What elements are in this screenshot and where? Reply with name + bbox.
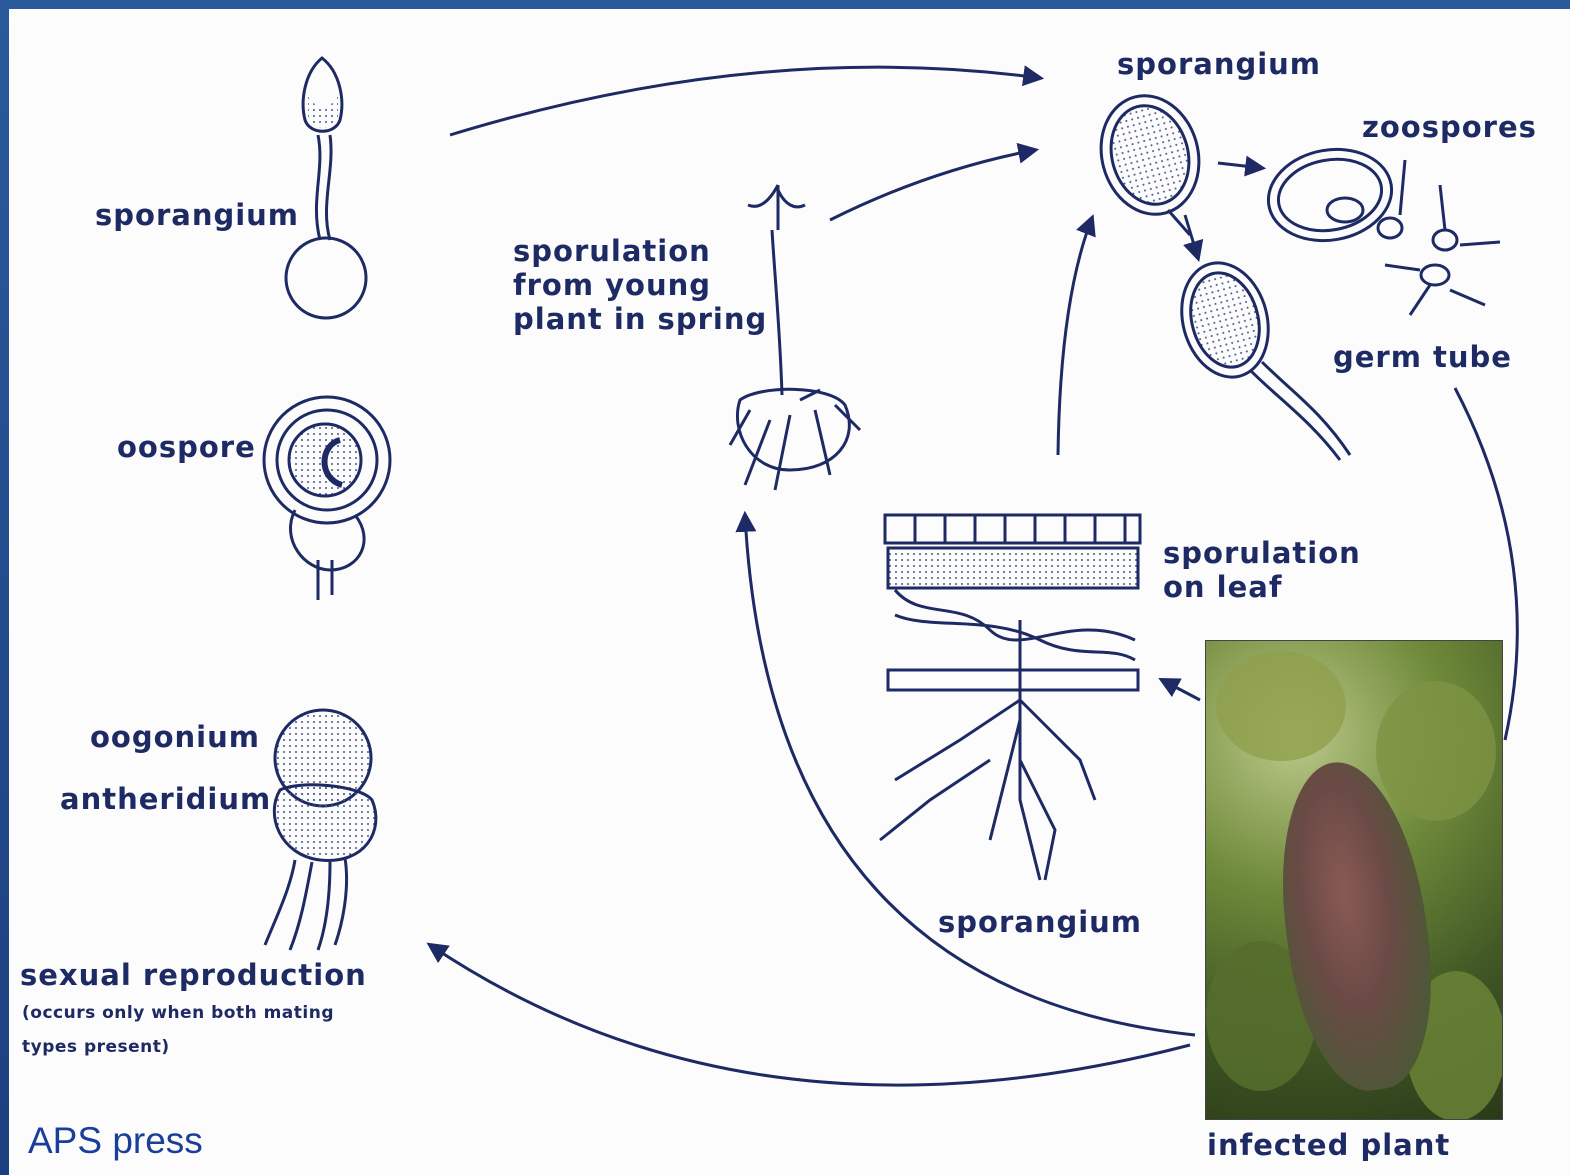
arrow-plant-to-sexual — [430, 945, 1190, 1085]
label-sporulation-young: sporulation from young plant in spring — [513, 234, 767, 336]
oogonium-antheridium-drawing — [265, 710, 376, 950]
leaf-section-drawing — [880, 515, 1140, 880]
label-zoospores: zoospores — [1362, 110, 1537, 144]
germ-tube-drawing — [1169, 253, 1350, 460]
credit-text: APS press — [28, 1120, 203, 1162]
infected-plant-photo — [1205, 640, 1503, 1120]
arrow-sporangium-to-zoospores — [1218, 163, 1262, 168]
label-sexual-reproduction: sexual reproduction — [20, 958, 367, 992]
label-antheridium: antheridium — [60, 782, 271, 816]
young-plant-drawing — [730, 185, 860, 490]
oospore-drawing — [264, 397, 390, 600]
zoospores-drawing — [1261, 140, 1500, 315]
sporangium-left-drawing — [286, 58, 366, 318]
label-sexual-note: (occurs only when both mating types pres… — [22, 996, 334, 1064]
label-sporangium-left: sporangium — [95, 198, 299, 232]
arrow-plant-to-leaf — [1162, 680, 1200, 700]
label-sporangium-bottom: sporangium — [938, 905, 1142, 939]
arrow-leaf-to-sporangium — [1058, 218, 1092, 455]
label-germ-tube: germ tube — [1333, 340, 1512, 374]
label-oogonium: oogonium — [90, 720, 260, 754]
label-sporulation-leaf: sporulation on leaf — [1163, 536, 1361, 604]
arrow-to-top-sporangium — [450, 67, 1040, 135]
arrow-sporangium-to-germtube — [1185, 215, 1198, 258]
sporangium-top-drawing — [1088, 85, 1212, 235]
label-oospore: oospore — [117, 430, 256, 464]
arrow-young-plant-to-sporangium — [830, 150, 1035, 220]
label-infected-plant: infected plant — [1207, 1128, 1450, 1162]
label-sporangium-top: sporangium — [1117, 47, 1321, 81]
